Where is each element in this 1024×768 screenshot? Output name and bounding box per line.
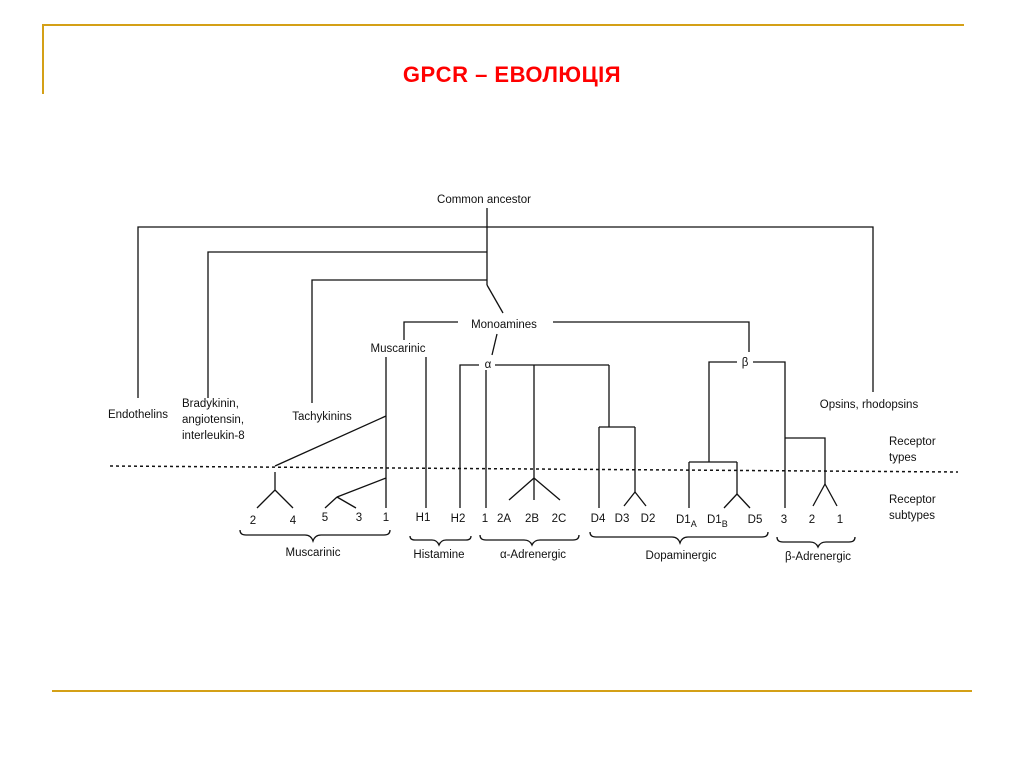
alpha-to-h2	[459, 364, 479, 508]
group-histamine-label: Histamine	[413, 549, 464, 561]
m5-m3-m1-fork	[324, 470, 387, 509]
histamine-brace	[409, 535, 472, 547]
group-alpha-adrenergic-label: α-Adrenergic	[500, 549, 566, 561]
root-label: Common ancestor	[437, 194, 531, 206]
group-dopaminergic-label: Dopaminergic	[646, 550, 717, 562]
d1b-d5-fork	[723, 493, 751, 509]
beta-adrenergic-brace	[776, 536, 856, 549]
d3-d2-fork	[623, 491, 647, 507]
beta-adrenergic-split	[785, 437, 826, 484]
muscarinic-branch-label: Muscarinic	[371, 343, 426, 355]
subtype-d4: D4	[591, 513, 606, 525]
subtype-m2: 2	[250, 515, 256, 527]
beta-left	[708, 361, 737, 462]
b2-b1-fork	[812, 483, 838, 507]
subtype-a1: 1	[482, 513, 488, 525]
alpha-label: α	[485, 359, 492, 371]
subtype-a2c: 2C	[552, 513, 567, 525]
subtype-a2b: 2B	[525, 513, 539, 525]
monoamines-left-branch	[403, 321, 458, 340]
muscarinic-histamine-branches	[274, 357, 479, 508]
monoamines-label: Monoamines	[471, 319, 537, 331]
monoamines-to-alpha	[491, 333, 498, 356]
alpha2-fork	[508, 477, 561, 501]
subtype-d2: D2	[641, 513, 656, 525]
receptor-types-label-1: Receptor	[889, 436, 936, 448]
subtype-m3: 3	[356, 512, 362, 524]
frame-bottom-rule	[52, 690, 972, 692]
frame-top-rule	[42, 24, 964, 26]
endothelins-branch	[137, 226, 487, 398]
subtype-labels: 2 4 5 3 1 H1 H2 1 2A 2B 2C D4 D3 D2 D1A …	[250, 512, 843, 529]
opsins-branch	[487, 226, 874, 392]
subtype-d1a: D1A	[676, 514, 697, 529]
receptor-subtypes-label-1: Receptor	[889, 494, 936, 506]
family-branches	[137, 208, 874, 403]
monoamines-link	[486, 284, 504, 314]
frame-left-rule	[42, 24, 44, 94]
dopaminergic-brace	[589, 531, 769, 546]
subtype-d1a-sub: A	[691, 519, 697, 529]
beta-branches	[688, 361, 826, 508]
subtype-d1b: D1B	[707, 514, 728, 529]
subtype-d1a-base: D1	[676, 514, 691, 526]
subtype-b2: 2	[809, 514, 815, 526]
slide-title: GPCR – ЕВОЛЮЦІЯ	[402, 62, 622, 87]
group-muscarinic-label: Muscarinic	[286, 547, 341, 559]
alpha-branches	[485, 364, 636, 508]
subtype-b1: 1	[837, 514, 843, 526]
receptor-subtypes-label-2: subtypes	[889, 510, 935, 522]
bradykinin-label-2: angiotensin,	[182, 414, 244, 426]
bradykinin-label-3: interleukin-8	[182, 430, 245, 442]
endothelins-label: Endothelins	[108, 409, 168, 421]
alpha-adrenergic-brace	[479, 534, 580, 547]
m2-m4-fork	[256, 472, 294, 509]
subtype-d1b-sub: B	[722, 519, 728, 529]
bradykinin-branch	[207, 251, 487, 398]
tachykinins-label: Tachykinins	[292, 411, 352, 423]
subtype-m1: 1	[383, 512, 389, 524]
monoamines-right-branch	[553, 321, 750, 352]
tachykinins-branch	[311, 279, 487, 403]
bradykinin-label-1: Bradykinin,	[182, 398, 239, 410]
monoamines-branches	[403, 321, 750, 356]
subtype-d1b-base: D1	[707, 514, 722, 526]
group-beta-adrenergic-label: β-Adrenergic	[785, 551, 851, 563]
receptor-types-label-2: types	[889, 452, 917, 464]
subtype-h2: H2	[451, 513, 466, 525]
beta-label: β	[742, 357, 749, 369]
opsins-label: Opsins, rhodopsins	[820, 399, 919, 411]
subtype-d3: D3	[615, 513, 630, 525]
subtype-m5: 5	[322, 512, 328, 524]
subtype-d5: D5	[748, 514, 763, 526]
subtype-h1: H1	[416, 512, 431, 524]
subtype-a2a: 2A	[497, 513, 511, 525]
group-braces	[239, 529, 856, 549]
subtype-b3: 3	[781, 514, 787, 526]
muscarinic-brace	[239, 529, 391, 544]
muscarinic-diagonal	[274, 415, 387, 467]
subtype-m4: 4	[290, 515, 297, 527]
beta-right	[753, 361, 786, 508]
subtype-forks	[256, 470, 838, 509]
